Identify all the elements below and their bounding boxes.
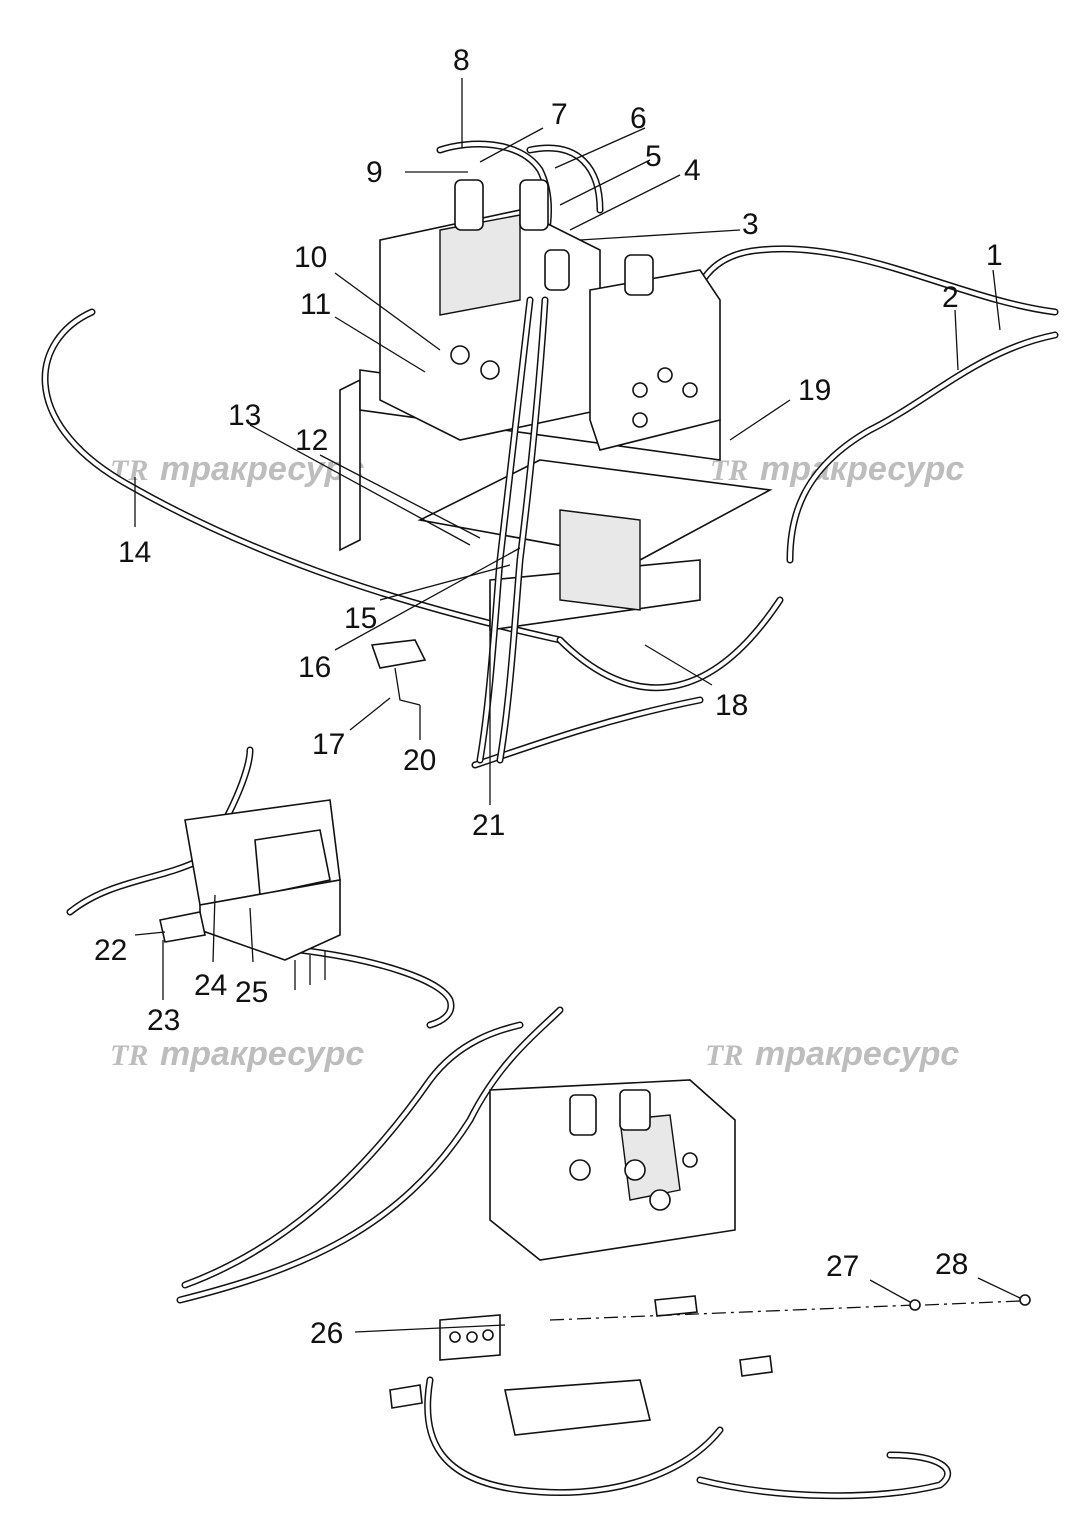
callout-17: 17 <box>312 728 345 761</box>
callout-8: 8 <box>453 44 470 77</box>
callout-11: 11 <box>300 288 331 321</box>
watermark-mid-right: TR тракресурс <box>705 1035 959 1073</box>
callout-3: 3 <box>742 208 759 241</box>
watermark-text: тракресурс <box>760 450 964 488</box>
callout-16: 16 <box>298 651 331 684</box>
callout-10: 10 <box>294 241 327 274</box>
watermark-logo: TR <box>705 1039 743 1072</box>
callout-26: 26 <box>310 1317 343 1350</box>
callout-22: 22 <box>94 934 127 967</box>
callout-9: 9 <box>366 156 383 189</box>
callout-19: 19 <box>798 374 831 407</box>
callout-5: 5 <box>645 140 662 173</box>
callout-2: 2 <box>942 281 959 314</box>
callout-23: 23 <box>147 1004 180 1037</box>
overview-assembly-illustration <box>66 746 455 1029</box>
callout-12: 12 <box>295 424 328 457</box>
watermark-text: тракресурс <box>160 1035 364 1073</box>
callout-20: 20 <box>403 744 436 777</box>
callout-7: 7 <box>551 98 568 131</box>
callout-13: 13 <box>228 399 261 432</box>
callout-24: 24 <box>194 969 227 1002</box>
callout-25: 25 <box>235 976 268 1009</box>
callout-1: 1 <box>986 239 1003 272</box>
callout-14: 14 <box>118 536 151 569</box>
watermark-text: тракресурс <box>160 450 364 488</box>
callout-27: 27 <box>826 1250 859 1283</box>
bottom-assembly-illustration <box>176 1006 1031 1500</box>
callout-6: 6 <box>630 102 647 135</box>
callout-15: 15 <box>344 602 377 635</box>
callout-18: 18 <box>715 689 748 722</box>
callout-4: 4 <box>684 154 701 187</box>
callout-21: 21 <box>472 809 505 842</box>
watermark-logo: TR <box>110 1039 148 1072</box>
watermark-mid-left: TR тракресурс <box>110 1035 364 1073</box>
watermark-text: тракресурс <box>755 1035 959 1073</box>
callout-28: 28 <box>935 1248 968 1281</box>
callout-labels: 1 2 3 4 5 6 7 8 9 10 11 12 13 14 15 16 1… <box>94 44 1003 1350</box>
watermark-top-right: TR тракресурс <box>710 450 964 488</box>
leader-lines <box>134 78 1021 1333</box>
